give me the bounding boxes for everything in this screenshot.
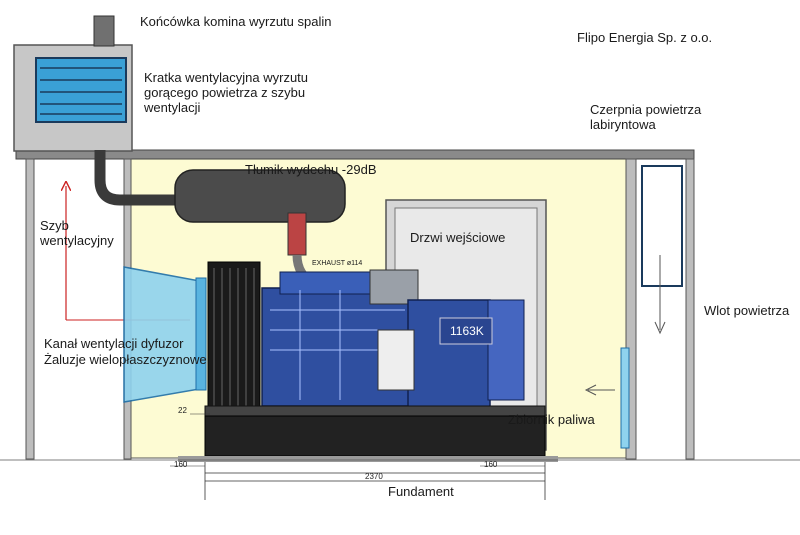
- left-wall: [25, 158, 35, 460]
- label-exhaust-tip: Końcówka komina wyrzutu spalin: [140, 14, 332, 29]
- dim-gap: 22: [178, 406, 187, 415]
- base-frame: [204, 405, 546, 417]
- turbo-unit: [369, 269, 419, 305]
- fuel-tank-body: [204, 415, 546, 457]
- roof-slab: [15, 149, 695, 160]
- labyrinth-chamber: [641, 165, 683, 287]
- label-air-inlet: Wlot powietrza: [704, 303, 790, 318]
- chimney-tip: [93, 15, 115, 47]
- label-foundation: Fundament: [388, 484, 454, 499]
- air-inlet-arrowhead: [654, 321, 666, 335]
- radiator-fins: [213, 268, 255, 406]
- fuel-area-arrowhead: [584, 384, 597, 396]
- alternator-end: [487, 299, 525, 401]
- dim-right-offset: 160: [484, 460, 498, 469]
- label-fuel-tank: Zbiornik paliwa: [508, 412, 595, 427]
- diffuser-duct: [123, 266, 206, 403]
- vent-grille-slats: [40, 67, 122, 115]
- label-multilayer-blinds: Żaluzje wielopłaszczyznowe: [44, 352, 207, 367]
- right-blinds: [620, 347, 630, 449]
- radiator: [207, 261, 261, 413]
- label-vent-shaft: Szyb wentylacyjny: [40, 218, 114, 248]
- diffuser-flange: [195, 277, 207, 391]
- label-hot-air-grille: Kratka wentylacyjna wyrzutu gorącego pow…: [144, 70, 309, 115]
- alternator-body: [407, 299, 491, 409]
- exhaust-bellows: [287, 212, 307, 256]
- label-entry-door: Drzwi wejściowe: [410, 230, 506, 245]
- foundation-slab: [178, 456, 558, 462]
- label-air-intake-labyrinth: Czerpnia powietrza labiryntowa: [590, 102, 702, 132]
- label-alternator: 1163K: [450, 324, 484, 338]
- exhaust-silencer: [174, 169, 346, 223]
- control-panel: [377, 329, 415, 391]
- alternator-plate: [439, 317, 493, 345]
- dim-base-length: 2370: [365, 472, 383, 481]
- right-outer-wall: [685, 158, 695, 460]
- label-company: Flipo Energia Sp. z o.o.: [577, 30, 713, 45]
- label-exhaust-silencer: Tłumik wydechu -29dB: [245, 162, 377, 177]
- exhaust-pipe-up: [94, 150, 175, 206]
- label-exhaust-pipe: EXHAUST ø114: [312, 260, 363, 267]
- label-diffuser-duct: Kanał wentylacji dyfuzor: [44, 336, 184, 351]
- dim-left-offset: 160: [174, 460, 188, 469]
- right-inner-wall: [625, 158, 637, 460]
